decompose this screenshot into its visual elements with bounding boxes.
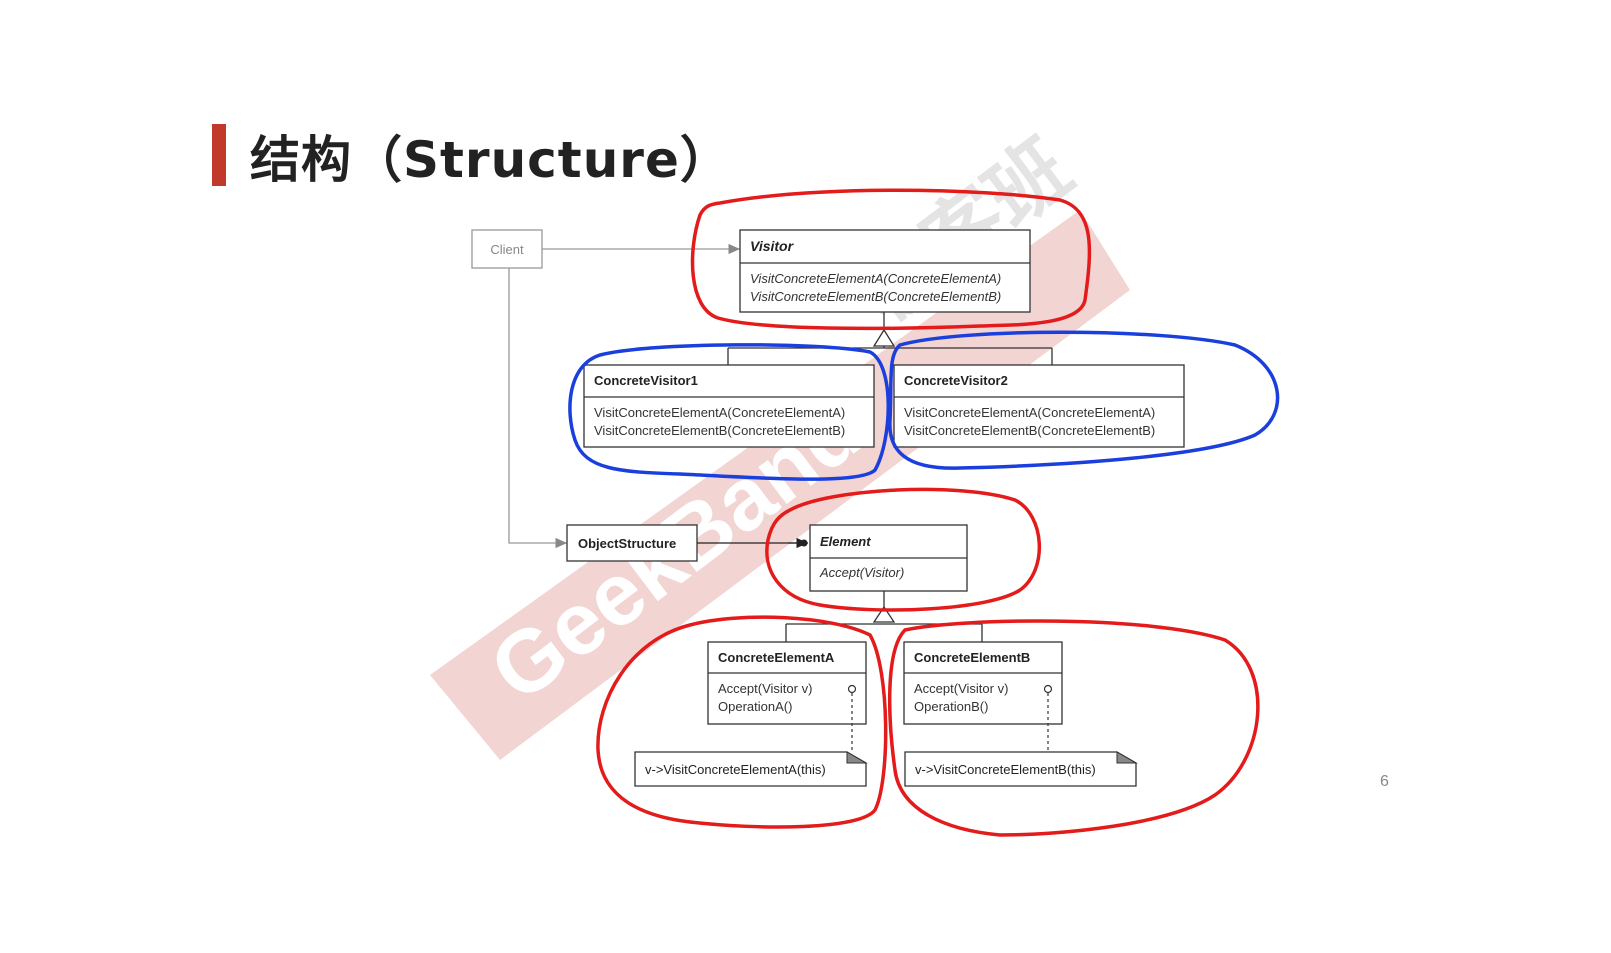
visitor-inheritance (727, 312, 1053, 365)
title-accent-bar (212, 124, 226, 186)
concrete-element-b-op-accept: Accept(Visitor v) (914, 681, 1008, 696)
concrete-visitor1-name: ConcreteVisitor1 (594, 373, 698, 388)
concrete-element-b-op-operation: OperationB() (914, 699, 988, 714)
visitor-class-name: Visitor (750, 238, 795, 254)
red-annotation-element (765, 487, 1041, 612)
element-inheritance (785, 591, 983, 642)
note-b-text: v->VisitConcreteElementB(this) (915, 762, 1096, 777)
slide-title: 结构（Structure） (250, 131, 731, 189)
concrete-visitor2-class: ConcreteVisitor2 VisitConcreteElementA(C… (893, 364, 1185, 448)
note-a: v->VisitConcreteElementA(this) (634, 751, 868, 787)
concrete-visitor2-name: ConcreteVisitor2 (904, 373, 1008, 388)
element-class-name: Element (820, 534, 871, 549)
red-annotation-concrete-element-a (596, 615, 888, 829)
concrete-element-a-class: ConcreteElementA Accept(Visitor v) Opera… (707, 641, 867, 752)
concrete-element-b-name: ConcreteElementB (914, 650, 1030, 665)
page-number: 6 (1380, 773, 1389, 790)
concrete-element-b-class: ConcreteElementB Accept(Visitor v) Opera… (903, 641, 1063, 752)
note-a-text: v->VisitConcreteElementA(this) (645, 762, 826, 777)
visitor-class: Visitor VisitConcreteElementA(ConcreteEl… (739, 229, 1031, 313)
concrete-element-a-op-accept: Accept(Visitor v) (718, 681, 812, 696)
concrete-visitor2-op-a: VisitConcreteElementA(ConcreteElementA) (904, 405, 1155, 420)
concrete-element-a-name: ConcreteElementA (718, 650, 835, 665)
object-structure-class: ObjectStructure (566, 524, 698, 562)
blue-annotation-concrete-visitor2 (888, 330, 1280, 470)
client-objectstructure-association (508, 268, 567, 549)
concrete-visitor2-op-b: VisitConcreteElementB(ConcreteElementB) (904, 423, 1155, 438)
concrete-element-a-op-operation: OperationA() (718, 699, 792, 714)
concrete-visitor1-op-a: VisitConcreteElementA(ConcreteElementA) (594, 405, 845, 420)
objectstructure-element-association (697, 537, 808, 549)
visitor-op-a: VisitConcreteElementA(ConcreteElementA) (750, 271, 1001, 286)
red-annotation-concrete-element-b (887, 619, 1260, 837)
red-annotation-visitor (690, 188, 1092, 331)
client-box: Client (471, 229, 543, 269)
element-class: Element Accept(Visitor) (809, 524, 968, 592)
object-structure-name: ObjectStructure (578, 536, 676, 551)
concrete-visitor1-op-b: VisitConcreteElementB(ConcreteElementB) (594, 423, 845, 438)
concrete-visitor1-class: ConcreteVisitor1 VisitConcreteElementA(C… (583, 364, 875, 448)
client-label: Client (490, 242, 524, 257)
note-b: v->VisitConcreteElementB(this) (904, 751, 1138, 787)
visitor-op-b: VisitConcreteElementB(ConcreteElementB) (750, 289, 1001, 304)
blue-annotation-concrete-visitor1 (568, 343, 890, 481)
element-op-accept: Accept(Visitor) (819, 565, 904, 580)
